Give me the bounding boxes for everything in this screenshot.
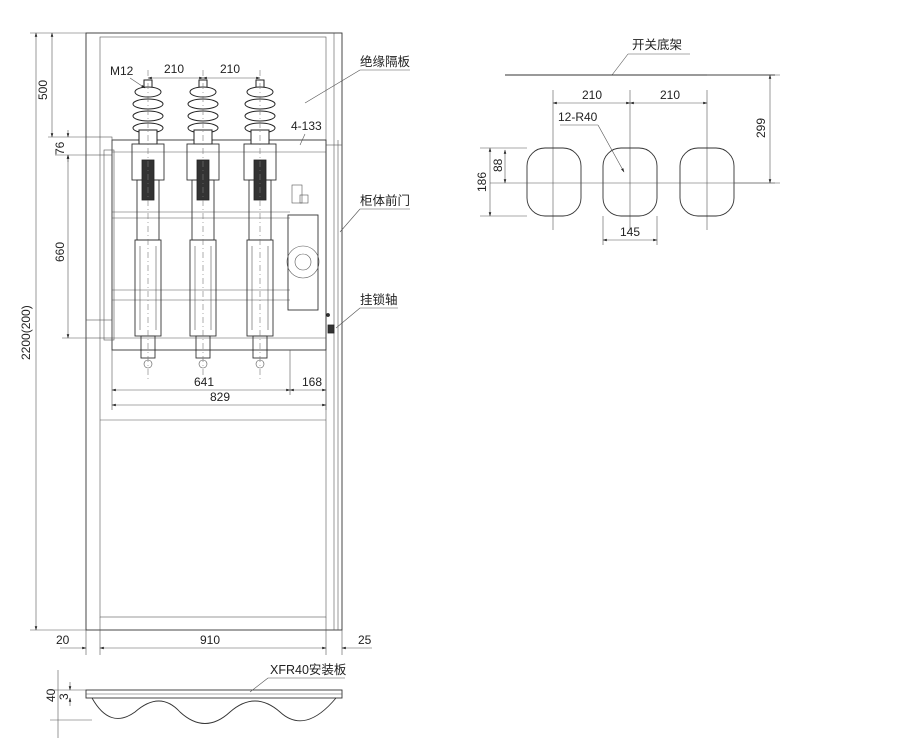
cabinet-front-view: M12 210 210 绝缘隔板 4-133 柜体前门 挂锁轴 2200(200… [19,32,411,655]
dim-910: 910 [200,633,220,647]
chassis-slot-2 [602,147,658,217]
pole-1 [131,70,165,380]
dim-height-total: 2200(200) [19,305,33,360]
dim-top-500: 500 [36,80,50,100]
dim-20: 20 [56,633,70,647]
pole-2 [186,70,220,380]
dim-168: 168 [302,375,322,389]
cabinet-front-door-label: 柜体前门 [360,193,410,208]
chassis-slot-1 [526,147,582,217]
insulating-partition-label: 绝缘隔板 [360,54,411,69]
dim-829: 829 [210,390,230,404]
locking-shaft-label: 挂锁轴 [360,292,398,307]
pole-3 [243,70,277,380]
dim-76: 76 [53,141,67,155]
switch-chassis-view: 开关底架 210 210 12-R40 299 186 8 [475,37,780,245]
dim-145: 145 [620,225,640,239]
chassis-dim-pitch-b: 210 [660,88,680,102]
mounting-plate-view: XFR40安装板 40 3 [44,662,347,738]
dim-299: 299 [754,118,768,138]
switch-chassis-label: 开关底架 [632,37,682,52]
dim-3: 3 [57,693,71,700]
dim-40: 40 [44,688,58,702]
chassis-slot-3 [679,147,735,217]
radius-label: 12-R40 [558,110,598,124]
operating-mechanism [287,214,319,311]
chassis-dim-pitch-a: 210 [582,88,602,102]
dim-pitch-b: 210 [220,62,240,76]
dim-pitch-a: 210 [164,62,184,76]
dim-88: 88 [491,158,505,172]
dim-186: 186 [475,172,489,192]
mounting-plate-label: XFR40安装板 [270,662,347,677]
dim-660: 660 [53,242,67,262]
bolt-label: M12 [110,64,134,78]
dim-25: 25 [358,633,372,647]
holes-label: 4-133 [291,119,322,133]
dim-641: 641 [194,375,214,389]
switch-compartment [111,139,327,351]
